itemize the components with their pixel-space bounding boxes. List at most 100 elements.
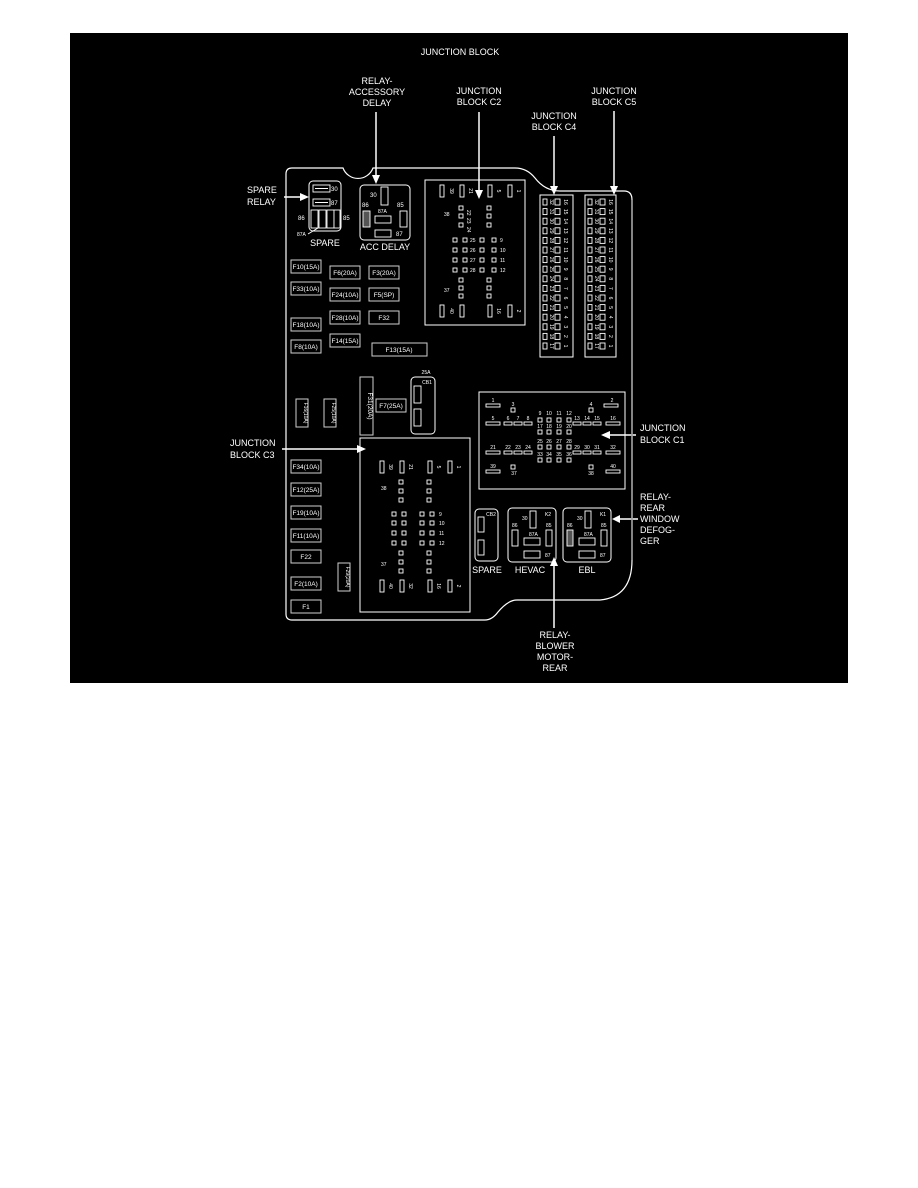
svg-text:CB2: CB2 xyxy=(486,512,496,518)
svg-text:24: 24 xyxy=(593,276,599,282)
svg-text:9: 9 xyxy=(439,512,442,518)
svg-text:31: 31 xyxy=(593,209,599,215)
svg-text:12: 12 xyxy=(500,268,506,274)
svg-text:F12(25A): F12(25A) xyxy=(292,487,319,494)
svg-text:39: 39 xyxy=(448,188,454,194)
svg-text:5: 5 xyxy=(492,416,495,422)
svg-text:87: 87 xyxy=(396,232,403,238)
relay-acc-delay: 30 86 87A 85 87 ACC DELAY xyxy=(359,184,411,252)
svg-text:5: 5 xyxy=(495,190,501,193)
svg-text:18: 18 xyxy=(548,334,554,340)
svg-text:32: 32 xyxy=(593,199,599,205)
svg-text:32: 32 xyxy=(407,583,413,589)
svg-text:23: 23 xyxy=(465,218,471,224)
relay-acc-delay-label: ACC DELAY xyxy=(360,242,410,252)
svg-text:F13(15A): F13(15A) xyxy=(385,347,412,354)
svg-text:31: 31 xyxy=(594,445,600,451)
svg-text:JUNCTION: JUNCTION xyxy=(456,86,502,96)
svg-text:38: 38 xyxy=(588,471,594,477)
callout-relay-rear-window-defogger: RELAY- REAR WINDOW DEFOG- GER xyxy=(612,492,680,546)
svg-text:40: 40 xyxy=(448,308,454,314)
svg-text:REAR: REAR xyxy=(542,663,568,673)
svg-text:26: 26 xyxy=(593,257,599,263)
svg-text:22: 22 xyxy=(548,295,554,301)
svg-text:40: 40 xyxy=(387,583,393,589)
svg-text:86: 86 xyxy=(298,216,305,222)
svg-text:14: 14 xyxy=(607,218,613,224)
svg-text:CB1: CB1 xyxy=(422,380,432,386)
svg-text:F29(20A): F29(20A) xyxy=(344,567,350,588)
svg-text:20: 20 xyxy=(593,314,599,320)
svg-text:20: 20 xyxy=(566,424,572,430)
svg-text:BLOCK C1: BLOCK C1 xyxy=(640,435,685,445)
svg-text:RELAY-: RELAY- xyxy=(361,76,392,86)
svg-text:F28(10A): F28(10A) xyxy=(331,315,358,322)
svg-text:36: 36 xyxy=(566,452,572,458)
svg-text:33: 33 xyxy=(537,452,543,458)
svg-text:HEVAC: HEVAC xyxy=(515,565,546,575)
svg-text:6: 6 xyxy=(562,297,568,300)
svg-text:BLOCK C3: BLOCK C3 xyxy=(230,450,275,460)
svg-text:F16(10A): F16(10A) xyxy=(302,403,308,424)
svg-text:23: 23 xyxy=(593,286,599,292)
relay-spare-label: SPARE xyxy=(310,238,340,248)
svg-text:37: 37 xyxy=(381,562,387,568)
svg-text:4: 4 xyxy=(607,316,613,319)
svg-text:86: 86 xyxy=(512,523,518,529)
svg-text:24: 24 xyxy=(465,227,471,233)
svg-text:10: 10 xyxy=(500,248,506,254)
svg-text:7: 7 xyxy=(517,416,520,422)
svg-text:16: 16 xyxy=(610,416,616,422)
svg-text:F25(10A): F25(10A) xyxy=(330,403,336,424)
svg-text:F2(10A): F2(10A) xyxy=(294,581,317,588)
svg-text:BLOCK C5: BLOCK C5 xyxy=(592,97,637,107)
svg-text:JUNCTION: JUNCTION xyxy=(640,423,686,433)
callout-junction-block-c5: JUNCTION BLOCK C5 xyxy=(591,86,637,195)
svg-text:85: 85 xyxy=(397,203,404,209)
svg-text:7: 7 xyxy=(562,287,568,290)
circuit-breaker-cb2: CB2 SPARE xyxy=(472,508,502,575)
svg-text:JUNCTION: JUNCTION xyxy=(591,86,637,96)
svg-text:15: 15 xyxy=(562,209,568,215)
svg-text:23: 23 xyxy=(515,445,521,451)
svg-text:25: 25 xyxy=(537,439,543,445)
svg-text:12: 12 xyxy=(562,238,568,244)
svg-text:85: 85 xyxy=(601,523,607,529)
svg-text:F22: F22 xyxy=(300,554,312,561)
svg-text:21: 21 xyxy=(490,445,496,451)
svg-text:26: 26 xyxy=(546,439,552,445)
svg-text:8: 8 xyxy=(527,416,530,422)
svg-text:2: 2 xyxy=(562,335,568,338)
svg-text:12: 12 xyxy=(566,411,572,417)
svg-text:85: 85 xyxy=(546,523,552,529)
callout-junction-block-c2: JUNCTION BLOCK C2 xyxy=(456,86,502,199)
svg-text:18: 18 xyxy=(593,334,599,340)
svg-text:F31(20A): F31(20A) xyxy=(366,392,373,419)
svg-text:19: 19 xyxy=(556,424,562,430)
svg-text:26: 26 xyxy=(548,257,554,263)
callout-junction-block-c1: JUNCTION BLOCK C1 xyxy=(601,423,686,445)
svg-text:87A: 87A xyxy=(297,232,307,238)
svg-text:9: 9 xyxy=(562,268,568,271)
svg-text:3: 3 xyxy=(562,325,568,328)
connector-junction-block-c1: 1 3 4 2 5 6 7 8 9 10 11 12 13 14 15 16 1… xyxy=(478,391,626,490)
svg-text:F19(10A): F19(10A) xyxy=(292,510,319,517)
svg-text:27: 27 xyxy=(470,258,476,264)
svg-text:24: 24 xyxy=(548,276,554,282)
svg-text:21: 21 xyxy=(467,188,473,194)
svg-text:87A: 87A xyxy=(529,532,539,538)
svg-text:4: 4 xyxy=(562,316,568,319)
svg-text:K2: K2 xyxy=(545,512,551,518)
svg-text:13: 13 xyxy=(574,416,580,422)
svg-text:86: 86 xyxy=(567,523,573,529)
svg-text:DEFOG-: DEFOG- xyxy=(640,525,675,535)
svg-text:19: 19 xyxy=(548,324,554,330)
svg-text:10: 10 xyxy=(607,257,613,263)
callout-junction-block-c3: JUNCTION BLOCK C3 xyxy=(230,438,366,460)
fuse-group-middle: F16(10A) F25(10A) F31(20A) F7(25A) xyxy=(295,376,407,436)
svg-text:SPARE: SPARE xyxy=(247,185,277,195)
svg-text:25A: 25A xyxy=(422,370,432,376)
svg-text:REAR: REAR xyxy=(640,503,666,513)
fuse-group-lower: F34(10A) F12(25A) F19(10A) F11(10A) F22 … xyxy=(290,459,351,614)
svg-text:14: 14 xyxy=(562,218,568,224)
